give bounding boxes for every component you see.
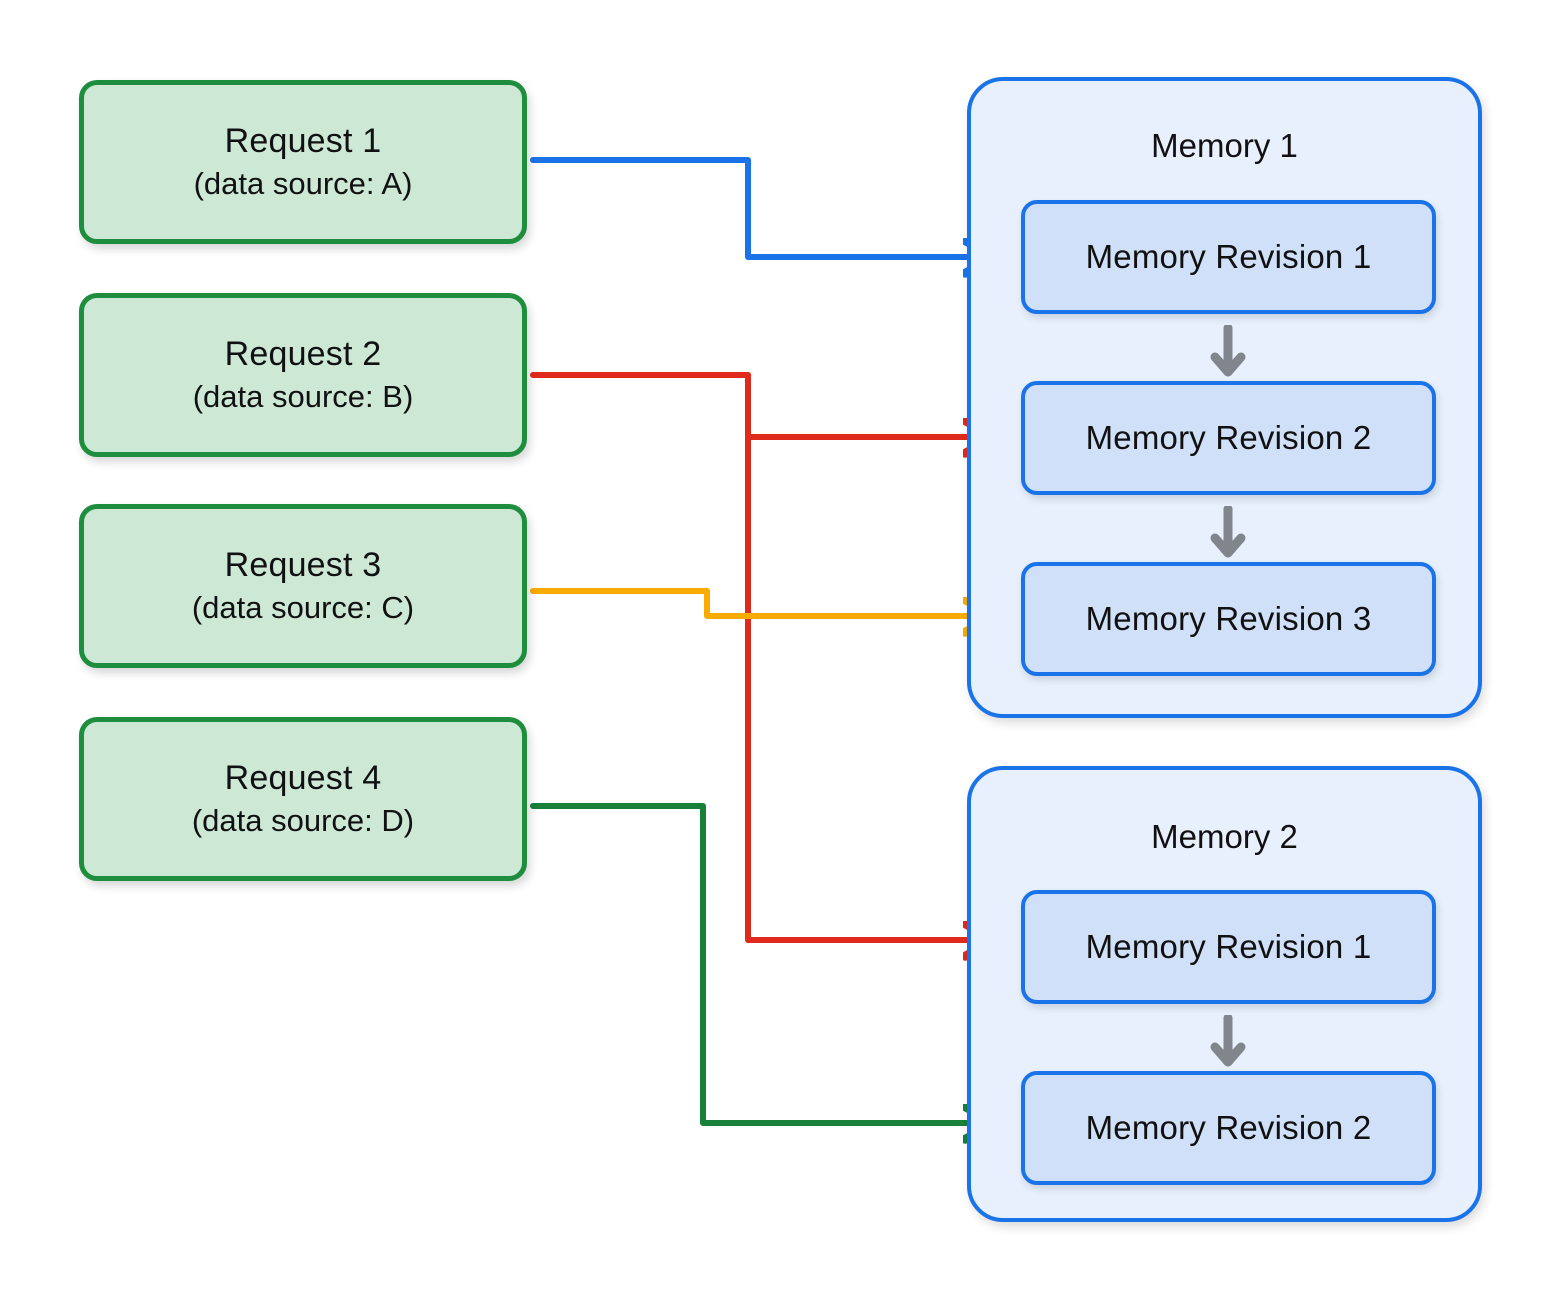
request-box-2[interactable]: Request 2 (data source: B) xyxy=(79,293,527,457)
flow-arrow-down-icon xyxy=(1210,325,1246,377)
memory-1-revision-1[interactable]: Memory Revision 1 xyxy=(1021,200,1436,314)
memory-1-revision-3-label: Memory Revision 3 xyxy=(1085,600,1372,637)
request-1-subtitle: (data source: A) xyxy=(193,165,413,201)
request-1-title: Request 1 xyxy=(224,122,382,161)
memory-container-1[interactable]: Memory 1 Memory Revision 1 Memory Revisi… xyxy=(967,77,1482,718)
request-box-4[interactable]: Request 4 (data source: D) xyxy=(79,717,527,881)
connector-request-2-to-memory1 xyxy=(530,372,988,437)
memory-2-revision-1[interactable]: Memory Revision 1 xyxy=(1021,890,1436,1004)
memory-2-revision-2-label: Memory Revision 2 xyxy=(1085,1109,1372,1146)
request-box-1[interactable]: Request 1 (data source: A) xyxy=(79,80,527,244)
memory-1-revision-1-label: Memory Revision 1 xyxy=(1085,238,1372,275)
request-box-3[interactable]: Request 3 (data source: C) xyxy=(79,504,527,668)
memory-2-revision-1-label: Memory Revision 1 xyxy=(1085,928,1372,965)
request-4-subtitle: (data source: D) xyxy=(191,802,415,838)
connector-request-4 xyxy=(530,803,988,1123)
memory-2-title: Memory 2 xyxy=(1151,818,1298,855)
memory-1-revision-3[interactable]: Memory Revision 3 xyxy=(1021,562,1436,676)
connector-request-3 xyxy=(530,588,988,616)
flow-arrow-down-icon xyxy=(1210,506,1246,558)
flow-arrow-down-icon xyxy=(1210,1015,1246,1067)
request-4-title: Request 4 xyxy=(224,759,382,798)
memory-1-revision-2-label: Memory Revision 2 xyxy=(1085,419,1372,456)
memory-2-revision-2[interactable]: Memory Revision 2 xyxy=(1021,1071,1436,1185)
request-2-title: Request 2 xyxy=(224,335,382,374)
memory-1-revision-2[interactable]: Memory Revision 2 xyxy=(1021,381,1436,495)
request-3-title: Request 3 xyxy=(224,546,382,585)
request-2-subtitle: (data source: B) xyxy=(192,378,414,414)
memory-container-2[interactable]: Memory 2 Memory Revision 1 Memory Revisi… xyxy=(967,766,1482,1222)
request-3-subtitle: (data source: C) xyxy=(191,589,415,625)
connector-request-1 xyxy=(530,157,988,257)
connector-request-2-to-memory2 xyxy=(745,372,988,940)
memory-1-title: Memory 1 xyxy=(1151,127,1298,164)
